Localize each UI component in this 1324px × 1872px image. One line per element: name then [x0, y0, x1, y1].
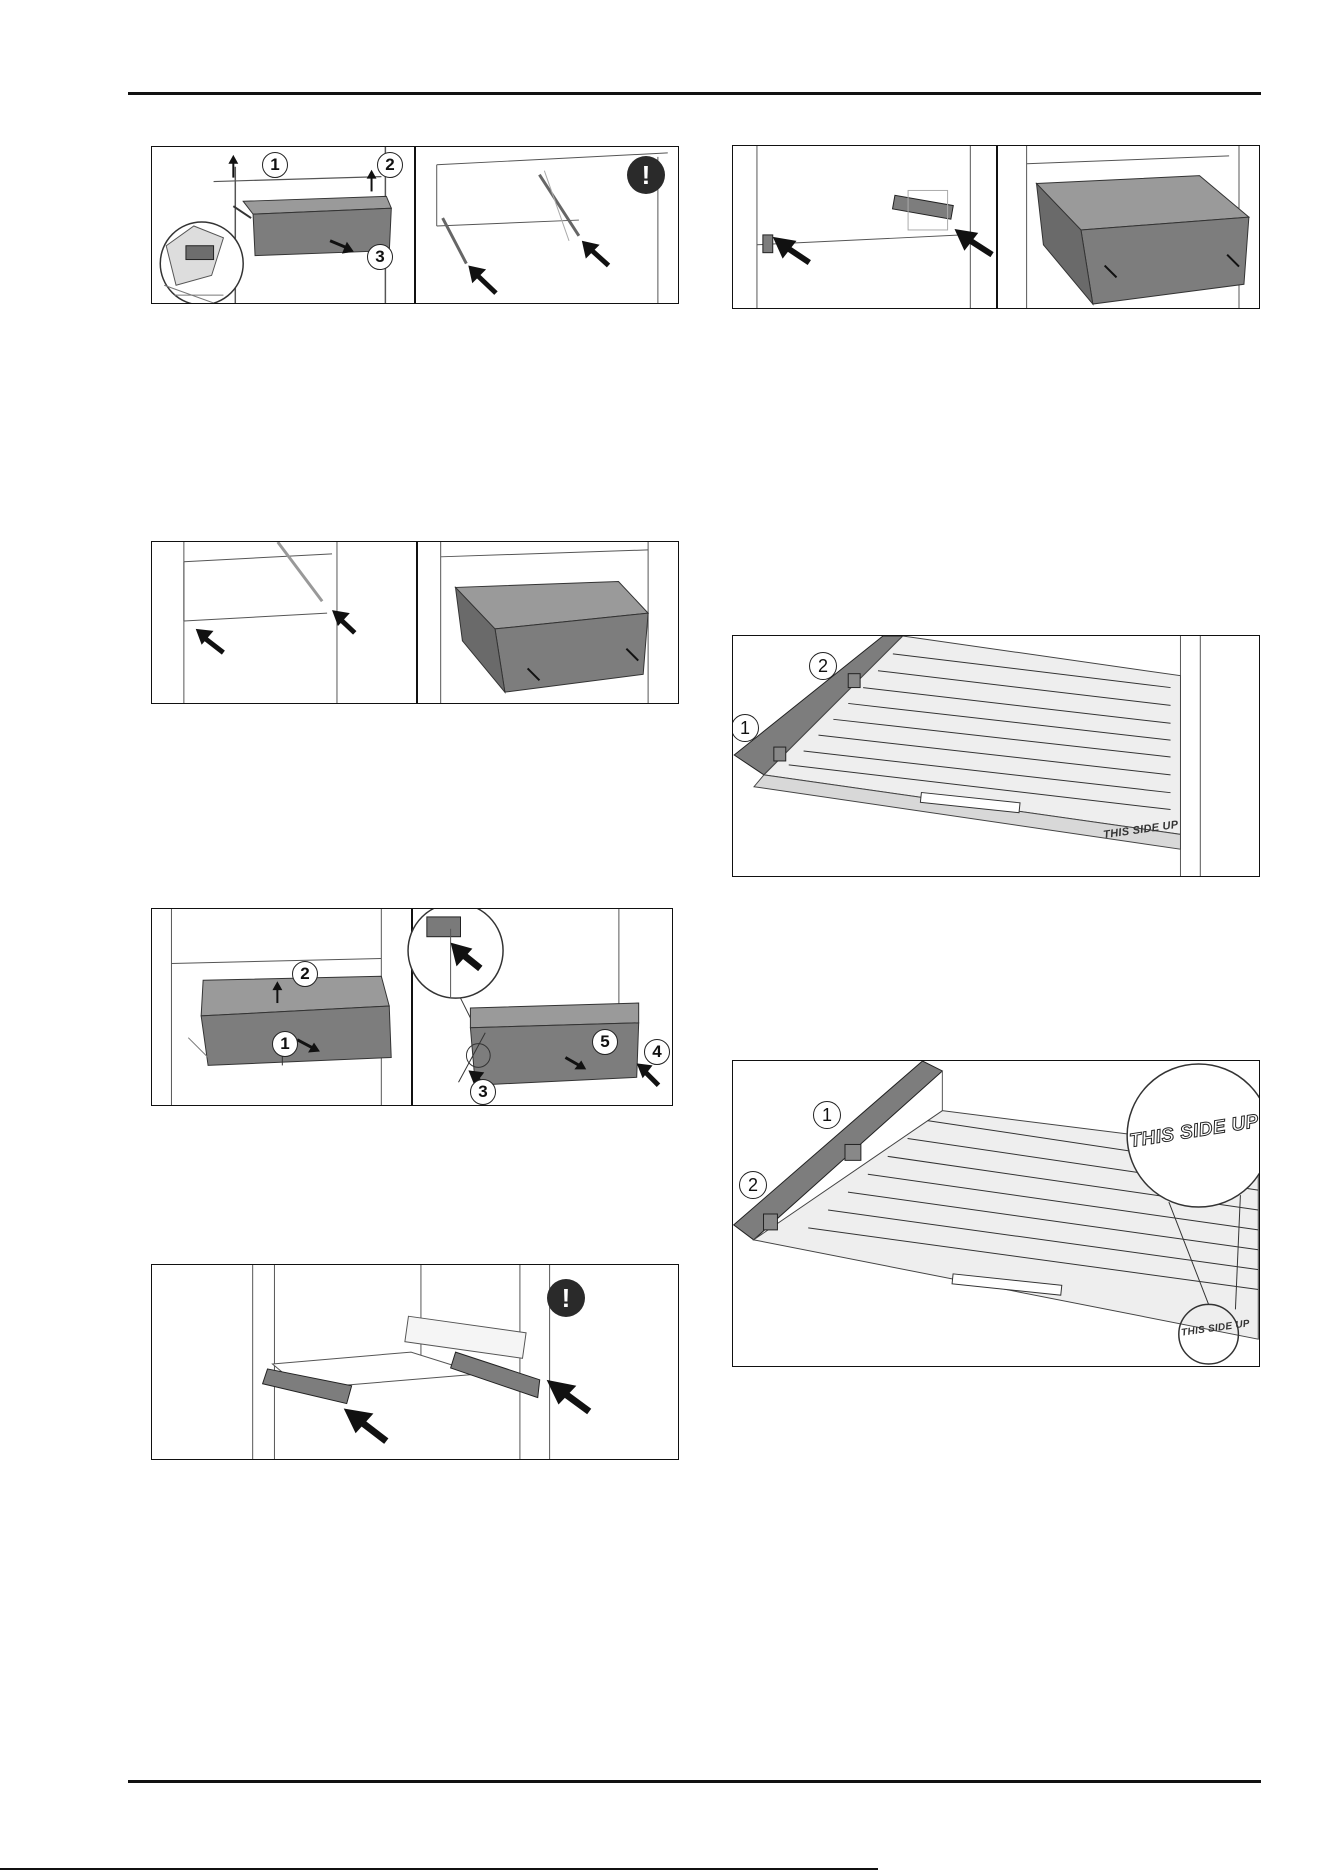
header-rule: [128, 92, 1261, 95]
callout-5: 5: [592, 1029, 618, 1055]
rail-install-illustration: [152, 1265, 678, 1459]
callout-2: 2: [809, 652, 837, 680]
rail-and-drawer-illustration: [733, 146, 1259, 308]
callout-3: 3: [367, 244, 393, 270]
callout-4: 4: [644, 1039, 670, 1065]
callout-3: 3: [470, 1079, 496, 1105]
footer-rule: [128, 1780, 1261, 1783]
callout-1: 1: [732, 714, 759, 742]
drawer-steps-illustration: [152, 909, 672, 1105]
callout-1: 1: [813, 1101, 841, 1129]
exclamation-icon: !: [547, 1279, 585, 1317]
figure-drawer-insert: [151, 541, 679, 704]
figure-rail-install: !: [151, 1264, 679, 1460]
callout-2: 2: [292, 961, 318, 987]
figure-shelf-install: 2 1 THIS SIDE UP: [732, 635, 1260, 877]
figure-drawer-steps: 2 1 3 5 4: [151, 908, 673, 1106]
callout-1: 1: [262, 152, 288, 178]
drawer-removal-illustration: [152, 147, 678, 303]
figure-shelf-detail: 1 2 THIS SIDE UP THIS SIDE UP: [732, 1060, 1260, 1367]
callout-2: 2: [377, 152, 403, 178]
drawer-insert-illustration: [152, 542, 678, 703]
figure-rail-and-drawer: [732, 145, 1260, 309]
page-edge-line: [0, 1868, 878, 1870]
shelf-detail-illustration: [733, 1061, 1259, 1366]
exclamation-icon: !: [627, 156, 665, 194]
callout-1: 1: [272, 1031, 298, 1057]
figure-drawer-removal: 1 2 3 !: [151, 146, 679, 304]
callout-2: 2: [739, 1171, 767, 1199]
